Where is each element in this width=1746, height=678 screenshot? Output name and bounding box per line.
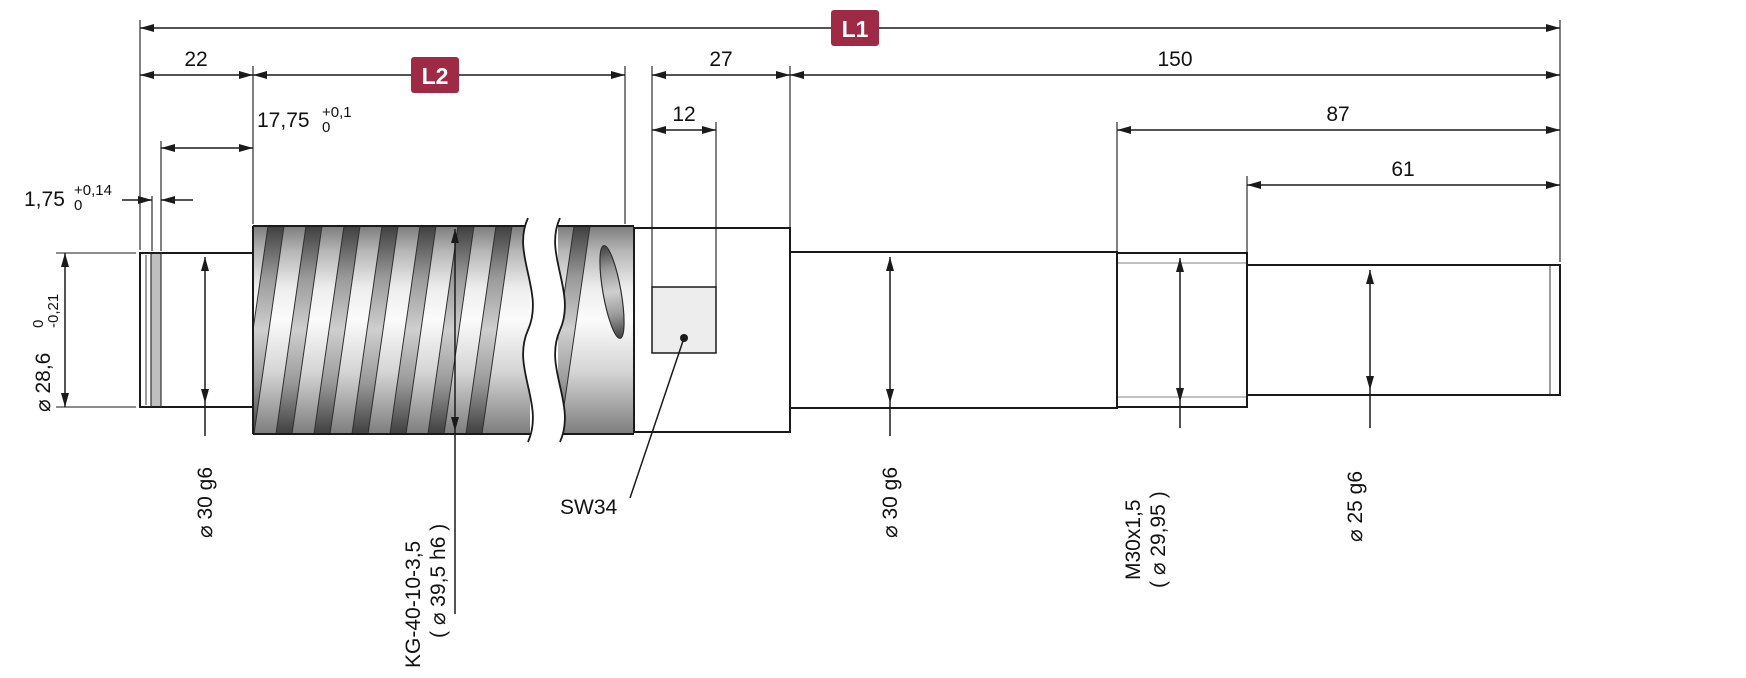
leader-dot [680,334,688,342]
dim-l1: L1 [140,10,1560,46]
dim-22: 22 [140,48,253,79]
screw-threads-left [253,226,513,434]
l1-badge [831,10,879,46]
dim-dia30-left: ⌀ 30 g6 [194,257,217,538]
dim-dia30-left-label: ⌀ 30 g6 [194,467,217,538]
dim-27-label: 27 [709,48,732,71]
dim-175-tol-lower: 0 [74,197,82,214]
screw-spec-line1: KG-40-10-3,5 [402,541,425,668]
dim-dia25-label: ⌀ 25 g6 [1344,471,1367,542]
dim-27: 27 [652,48,790,79]
dim-150: 150 [790,48,1560,79]
l2-badge-label: L2 [422,63,449,89]
shaft-mid-cylinder [789,251,1118,409]
shaft-body [139,217,1561,443]
dim-12-label: 12 [672,103,695,126]
dim-87: 87 [1117,103,1560,134]
dim-dia286: ⌀ 28,6 0 -0,21 [30,253,69,412]
sw34-label: SW34 [560,496,618,519]
dim-sw34: SW34 [560,334,688,519]
dim-1775-tol-upper: +0,1 [322,104,352,121]
screw-threads-right [558,226,591,434]
dim-61-label: 61 [1391,158,1414,181]
dim-12: 12 [652,103,716,134]
dim-175-tol-upper: +0,14 [74,182,112,199]
l2-badge [411,57,459,93]
wrench-flat [651,286,717,354]
screw-break [522,217,566,443]
shaft-end-journal [1246,264,1561,396]
dim-1775-label: 17,75 [257,109,310,132]
dim-87-label: 87 [1326,103,1349,126]
dim-61: 61 [1247,158,1560,189]
dim-dia286-label: ⌀ 28,6 [32,353,55,412]
l1-badge-label: L1 [842,16,869,42]
dim-screw-spec: KG-40-10-3,5 ( ⌀ 39,5 h6 ) [402,229,459,668]
dim-thread-spec: M30x1,5 ( ⌀ 29,95 ) [1122,258,1184,588]
dim-175-label: 1,75 [24,188,65,211]
dim-dia30-right-label: ⌀ 30 g6 [879,467,902,538]
dim-1775: 17,75 +0,1 0 [161,104,352,152]
metric-thread-section [1116,252,1248,408]
dim-1775-tol-lower: 0 [322,119,330,136]
dim-150-label: 150 [1157,48,1192,71]
dim-22-label: 22 [184,48,207,71]
dim-dia25: ⌀ 25 g6 [1344,270,1374,542]
dim-175: 1,75 +0,14 0 [24,182,193,214]
dim-dia286-tol-upper: 0 [30,320,47,328]
shaft-left-journal [139,252,254,408]
ball-screw-section [252,217,634,443]
dim-l2: L2 [253,57,625,93]
dim-dia286-tol-lower: -0,21 [45,294,62,328]
screw-spec-line2: ( ⌀ 39,5 h6 ) [427,524,450,638]
snap-ring-groove [151,254,161,406]
extension-lines [56,20,1561,408]
wrench-flat-section [633,227,791,433]
thread-spec-line2: ( ⌀ 29,95 ) [1147,491,1170,588]
thread-runout-groove [599,245,625,339]
dim-dia30-right: ⌀ 30 g6 [879,257,902,538]
thread-spec-line1: M30x1,5 [1122,499,1145,580]
